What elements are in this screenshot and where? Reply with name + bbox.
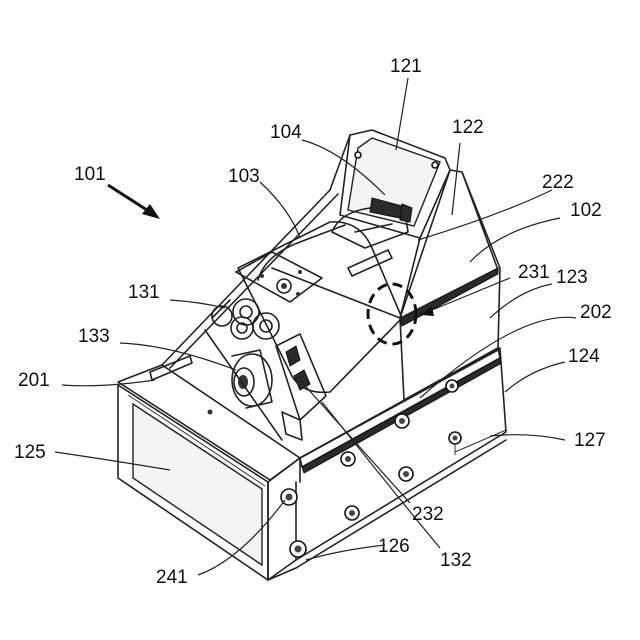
label-104: 104 bbox=[270, 122, 302, 143]
label-121: 121 bbox=[390, 56, 422, 77]
label-123: 123 bbox=[556, 267, 588, 288]
front-mechanism bbox=[205, 299, 326, 440]
label-232: 232 bbox=[412, 504, 444, 525]
label-201: 201 bbox=[18, 370, 50, 391]
label-231: 231 bbox=[518, 262, 550, 283]
label-133: 133 bbox=[78, 326, 110, 347]
upper-housing bbox=[162, 130, 500, 400]
label-131: 131 bbox=[128, 282, 160, 303]
reference-numerals: 101 121 104 122 103 222 102 231 123 131 … bbox=[14, 56, 612, 588]
label-103: 103 bbox=[228, 166, 260, 187]
label-101: 101 bbox=[74, 164, 106, 185]
label-132: 132 bbox=[440, 550, 472, 571]
label-122: 122 bbox=[452, 117, 484, 138]
label-241: 241 bbox=[156, 567, 188, 588]
label-102: 102 bbox=[570, 200, 602, 221]
label-126: 126 bbox=[378, 536, 410, 557]
label-127: 127 bbox=[574, 430, 606, 451]
direction-arrow bbox=[108, 185, 160, 219]
label-222: 222 bbox=[542, 172, 574, 193]
label-125: 125 bbox=[14, 442, 46, 463]
label-202: 202 bbox=[580, 302, 612, 323]
label-124: 124 bbox=[568, 346, 600, 367]
